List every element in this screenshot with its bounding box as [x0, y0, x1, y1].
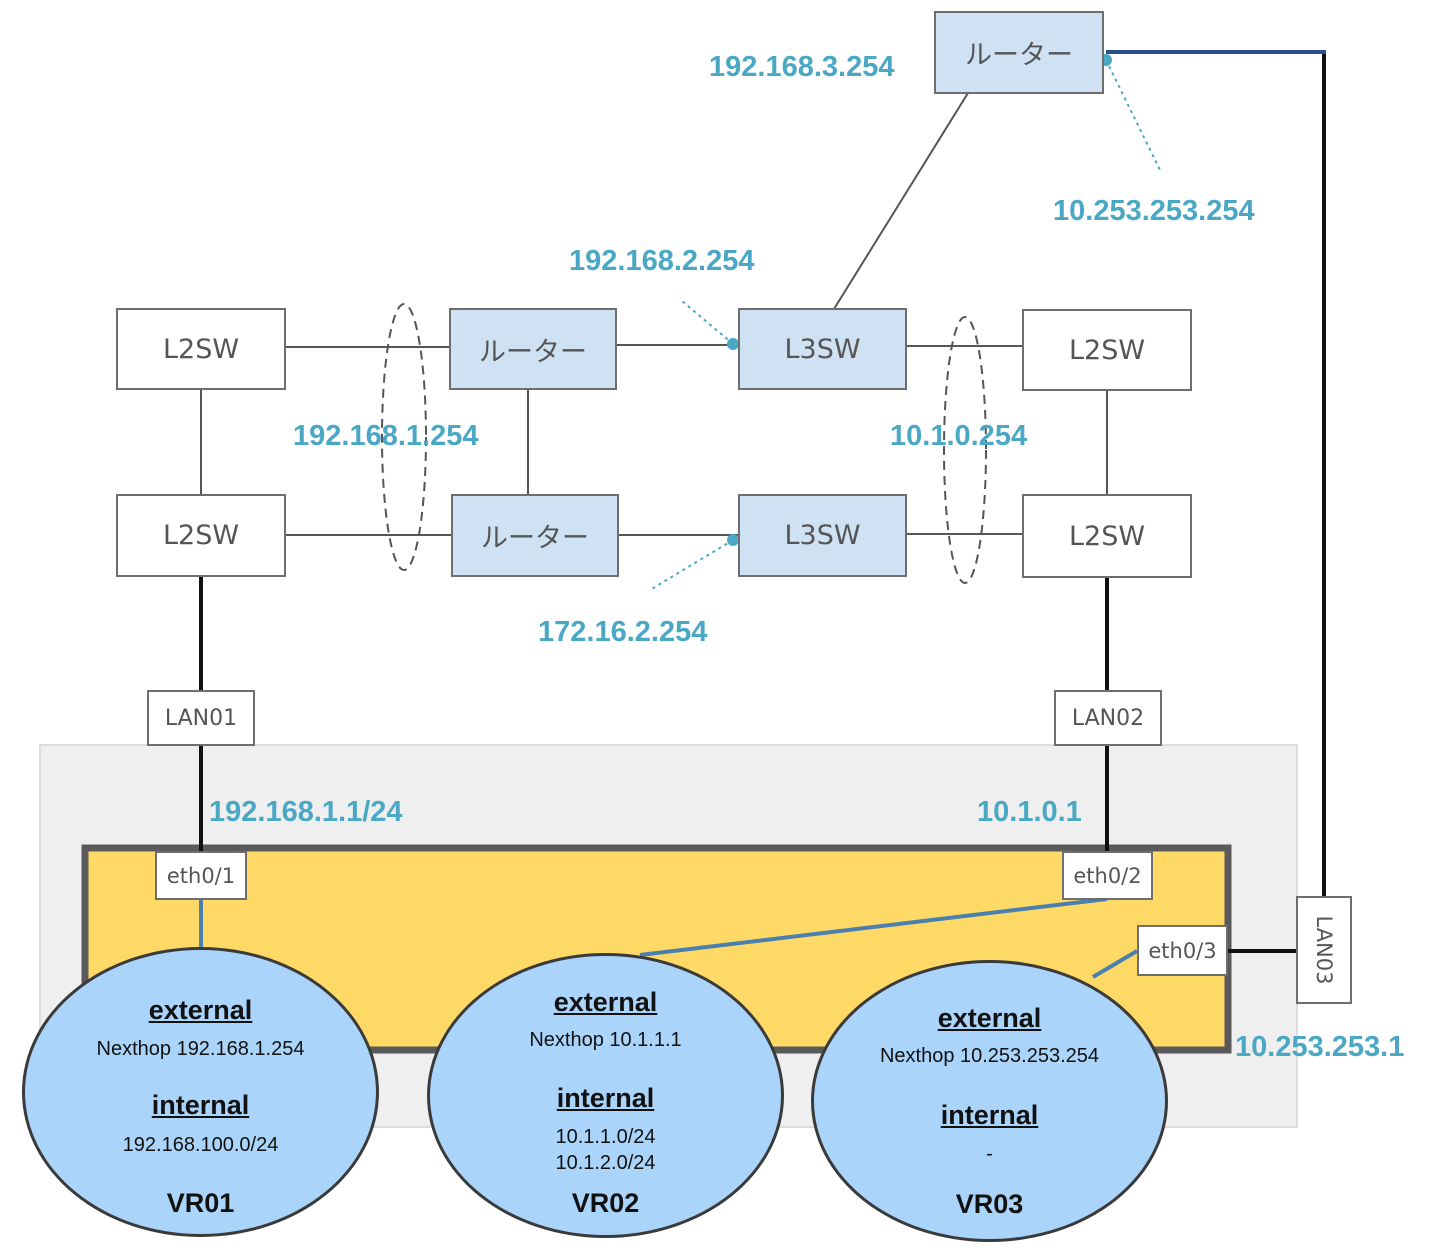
ip-router-top-right: 10.253.253.254	[1053, 195, 1255, 227]
l2sw-left-lower: L2SW	[116, 494, 286, 577]
vr03-internal-heading: internal	[940, 1100, 1039, 1130]
vr01-internal-value: 192.168.100.0/24	[122, 1134, 279, 1156]
vr03-name: VR03	[955, 1189, 1024, 1219]
lan03-label: LAN03	[1312, 915, 1336, 985]
router-low: ルーター	[451, 494, 619, 577]
ip-router-top-left: 192.168.3.254	[709, 51, 895, 83]
lan01-box: LAN01	[147, 690, 255, 746]
ip-eth01: 192.168.1.1/24	[209, 796, 403, 828]
ip-segment-left: 192.168.1.254	[293, 420, 479, 452]
vr01-external-value: Nexthop 192.168.1.254	[96, 1038, 305, 1060]
segment-ellipse-left	[381, 303, 427, 571]
link-eth02-vr02	[639, 897, 1108, 957]
router-mid: ルーター	[449, 308, 617, 390]
vr03-internal-value: -	[986, 1143, 993, 1165]
router-top: ルーター	[934, 11, 1104, 94]
vr02-internal-value-1: 10.1.1.0/24	[555, 1126, 656, 1148]
port-dot-l3sw-upper	[727, 338, 739, 350]
leader-router-top	[1105, 59, 1161, 171]
vr01: external Nexthop 192.168.1.254 internal …	[22, 947, 379, 1237]
l3sw-upper: L3SW	[738, 308, 907, 390]
vr01-internal-heading: internal	[151, 1090, 250, 1120]
port-eth01: eth0/1	[155, 851, 247, 900]
port-dot-l3sw-lower	[727, 534, 739, 546]
lan03-box: LAN03	[1296, 896, 1352, 1004]
vr01-name: VR01	[166, 1188, 235, 1218]
lan02-box: LAN02	[1054, 690, 1162, 746]
ip-l3sw-upper: 192.168.2.254	[569, 245, 755, 277]
ip-segment-right: 10.1.0.254	[890, 420, 1028, 452]
link-router-top-l3sw	[833, 92, 969, 310]
ip-l3sw-lower: 172.16.2.254	[538, 616, 708, 648]
segment-ellipse-right	[943, 316, 987, 584]
ip-eth02: 10.1.0.1	[977, 796, 1082, 828]
port-eth03: eth0/3	[1137, 925, 1228, 976]
vr03: external Nexthop 10.253.253.254 internal…	[811, 960, 1168, 1242]
l2sw-right-lower: L2SW	[1022, 494, 1192, 578]
l2sw-right-upper: L2SW	[1022, 309, 1192, 391]
vr03-external-heading: external	[937, 1003, 1042, 1033]
port-eth02: eth0/2	[1062, 851, 1153, 900]
vr02-external-value: Nexthop 10.1.1.1	[529, 1029, 682, 1051]
vr02-external-heading: external	[553, 987, 658, 1017]
vr02-internal-heading: internal	[556, 1083, 655, 1113]
vr01-external-heading: external	[148, 995, 253, 1025]
vr03-external-value: Nexthop 10.253.253.254	[879, 1045, 1100, 1067]
link-eth03-vr03	[1091, 949, 1139, 979]
vr02-internal-value-2: 10.1.2.0/24	[555, 1152, 656, 1174]
leader-l3sw-upper	[681, 300, 734, 345]
vr02: external Nexthop 10.1.1.1 internal 10.1.…	[427, 953, 784, 1238]
vr02-name: VR02	[571, 1188, 640, 1218]
leader-l3sw-lower	[649, 539, 734, 591]
ip-eth03: 10.253.253.1	[1235, 1031, 1405, 1063]
l3sw-lower: L3SW	[738, 494, 907, 577]
l2sw-left-upper: L2SW	[116, 308, 286, 390]
